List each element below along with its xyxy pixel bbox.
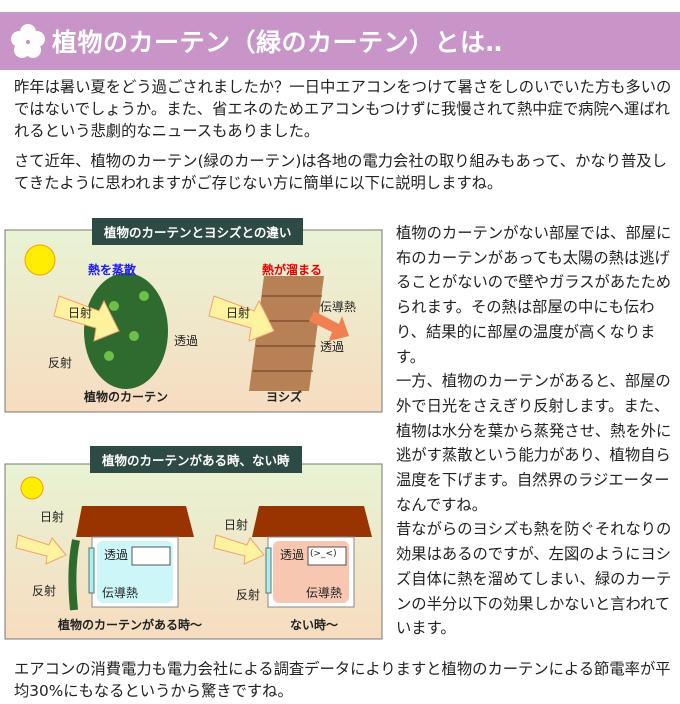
label-transmit: 透過 (104, 548, 129, 562)
caption-yoshizu: ヨシズ (266, 390, 303, 404)
intro-paragraph-1: 昨年は暑い夏をどう過ごされましたか？一日中エアコンをつけて暑さをしのいでいた方も… (14, 78, 672, 140)
label-transmit: 透過 (174, 334, 199, 348)
label-conduction: 伝導熱 (320, 300, 357, 314)
caption-without-curtain: ない時〜 (290, 618, 339, 632)
label-evaporate: 熱を蒸散 (88, 263, 137, 277)
aircon-face: (>_<) (310, 549, 337, 559)
label-conduction: 伝導熱 (102, 586, 139, 600)
figure-1-illustration (4, 229, 383, 413)
label-sunlight-2: 日射 (224, 518, 249, 532)
page-title: 植物のカーテン（緑のカーテン）とは‥ (52, 28, 503, 57)
label-reflect: 反射 (32, 584, 57, 598)
intro-paragraph-2: さて近年、植物のカーテン(緑のカーテン)は各地の電力会社の取り組みもあって、かな… (14, 152, 667, 192)
figure-with-without-curtain: 植物のカーテンがある時、ない時 日射 反射 透過 伝導熱 植物のカーテンがある時… (4, 440, 384, 640)
flower-icon (11, 24, 45, 58)
caption-with-curtain: 植物のカーテンがある時〜 (58, 618, 203, 632)
explanation-text: 植物のカーテンがない部屋では、部屋に布のカーテンがあっても太陽の熱は逃げることが… (396, 224, 672, 638)
sun-icon (20, 476, 44, 500)
yoshizu-screen (249, 276, 324, 391)
figure-2-illustration (4, 463, 383, 640)
figure-2-title: 植物のカーテンがある時、ない時 (90, 446, 302, 473)
sun-icon (24, 244, 56, 276)
label-conduction-2: 伝導熱 (306, 586, 343, 600)
figure-1-title: 植物のカーテンとヨシズとの違い (92, 218, 304, 245)
label-transmit-2: 透過 (280, 548, 305, 562)
label-reflect: 反射 (48, 356, 73, 370)
figure-curtain-vs-yoshizu: 植物のカーテンとヨシズとの違い 熱を蒸散 日射 透過 反射 植物のカーテン 熱が… (4, 216, 384, 414)
label-sunlight-2: 日射 (226, 306, 251, 320)
section-header: 植物のカーテン（緑のカーテン）とは‥ (0, 12, 680, 70)
outro-paragraph: エアコンの消費電力も電力会社による調査データによりますと植物のカーテンによる節電… (14, 660, 671, 700)
caption-plant-curtain: 植物のカーテン (84, 390, 169, 404)
label-transmit-2: 透過 (320, 340, 345, 354)
label-sunlight: 日射 (68, 306, 93, 320)
label-sunlight: 日射 (40, 510, 65, 524)
label-heat-trapped: 熱が溜まる (262, 263, 323, 277)
label-reflect-2: 反射 (236, 588, 261, 602)
